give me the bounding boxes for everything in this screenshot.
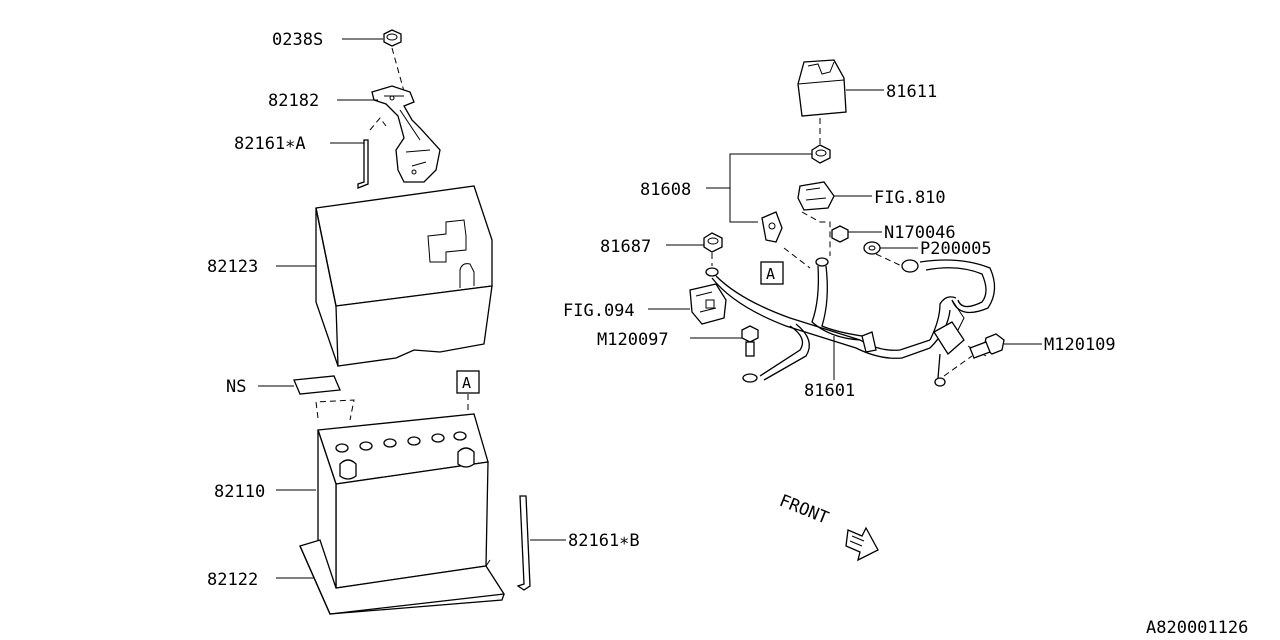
nut-81687 [703,232,723,253]
label-fig810: FIG.810 [874,188,946,208]
terminal-fig094 [689,283,727,325]
label-p200005: P200005 [920,239,992,259]
front-label: FRONT [776,491,831,529]
label-82123: 82123 [207,257,258,277]
nut-81608 [811,144,831,164]
label-ns: NS [226,377,246,397]
label-m120109: M120109 [1044,335,1116,355]
pad-ns [293,375,341,395]
battery-82110 [317,413,489,589]
label-81687: 81687 [600,237,651,257]
image-code: A820001126 [1146,618,1248,638]
label-81608: 81608 [640,180,691,200]
label-82161b: 82161∗B [568,531,640,551]
cover-81611 [797,59,847,117]
label-n170046: N170046 [884,223,956,243]
rod-82161a [357,139,369,189]
nut-n170046 [831,225,849,243]
label-fig094: FIG.094 [563,301,635,321]
clip-81608 [761,211,783,243]
label-82122: 82122 [207,570,258,590]
front-indicator: FRONT [776,491,831,529]
bolt-m120109 [969,333,1005,359]
ref-box-a-left: A [456,370,480,394]
ref-a-left-text: A [462,374,471,392]
ref-a-right-text: A [766,265,775,283]
tray-82122 [299,539,506,615]
bracket-82182 [371,85,441,183]
ref-box-a-right: A [760,261,784,285]
terminal-fig810 [797,181,835,211]
bolt-m120097 [741,325,759,357]
label-82182: 82182 [268,91,319,111]
label-0238s: 0238S [272,30,323,50]
nut-0238s [383,29,402,47]
label-82110: 82110 [214,482,265,502]
label-81601: 81601 [804,381,855,401]
washer-p200005 [863,241,881,255]
label-m120097: M120097 [597,330,669,350]
cable-81601 [705,257,996,387]
rod-82161b [516,495,531,591]
label-82161a: 82161∗A [234,134,306,154]
front-arrow-icon [845,526,879,562]
label-81611: 81611 [886,82,937,102]
cover-82123 [315,185,493,367]
